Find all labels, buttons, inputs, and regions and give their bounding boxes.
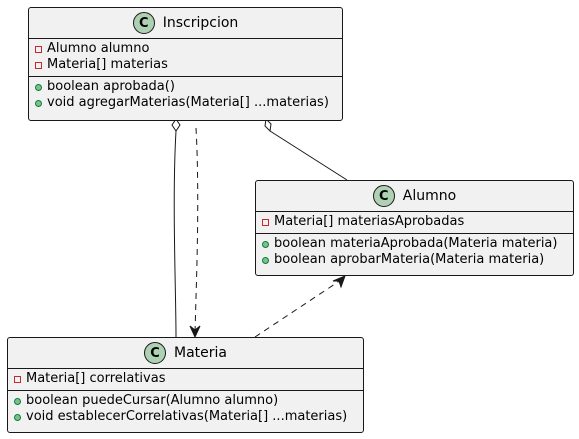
aggregation-diamond-materia <box>171 118 181 132</box>
fields-section: Materia[] materiasAprobadas <box>256 212 573 233</box>
public-icon <box>35 99 42 107</box>
public-icon <box>262 240 269 248</box>
class-materia[interactable]: C Materia Materia[] correlativas boolean… <box>7 337 364 433</box>
method-row: void establecerCorrelativas(Materia[] ..… <box>8 409 363 425</box>
class-alumno[interactable]: C Alumno Materia[] materiasAprobadas boo… <box>255 180 574 276</box>
method-row: boolean aprobarMateria(Materia materia) <box>256 252 573 268</box>
method-text: boolean puedeCursar(Alumno alumno) <box>26 393 279 408</box>
field-row: Materia[] materias <box>29 57 342 73</box>
dependency-arrowhead-alumno <box>332 275 346 289</box>
field-row: Materia[] correlativas <box>8 371 363 387</box>
field-text: Materia[] materiasAprobadas <box>274 214 465 229</box>
field-row: Alumno alumno <box>29 41 342 57</box>
field-row: Materia[] materiasAprobadas <box>256 214 573 230</box>
class-badge-icon: C <box>144 342 166 364</box>
class-name: Materia <box>174 345 227 361</box>
public-icon <box>14 397 21 405</box>
field-text: Materia[] materias <box>47 57 168 72</box>
private-icon <box>262 218 269 226</box>
dependency-arrowhead-materia <box>189 325 201 339</box>
private-icon <box>35 61 42 69</box>
method-row: boolean puedeCursar(Alumno alumno) <box>8 393 363 409</box>
dependency-inscripcion-materia <box>194 127 199 335</box>
class-name: Inscripcion <box>162 15 239 31</box>
class-name: Alumno <box>402 188 457 204</box>
method-text: boolean aprobarMateria(Materia materia) <box>274 252 545 267</box>
method-row: void agregarMaterias(Materia[] ...materi… <box>29 95 342 111</box>
methods-section: boolean materiaAprobada(Materia materia)… <box>256 233 573 271</box>
public-icon <box>14 413 21 421</box>
dependency-materia-alumno <box>254 279 342 338</box>
aggregation-inscripcion-alumno <box>269 130 348 181</box>
public-icon <box>262 256 269 264</box>
fields-section: Alumno alumno Materia[] materias <box>29 39 342 76</box>
class-header: C Inscripcion <box>29 8 342 39</box>
field-text: Alumno alumno <box>47 41 150 56</box>
private-icon <box>14 375 21 383</box>
method-text: boolean aprobada() <box>47 79 175 94</box>
class-badge-icon: C <box>132 12 155 34</box>
class-badge-icon: C <box>372 185 395 207</box>
method-text: void agregarMaterias(Materia[] ...materi… <box>47 95 329 110</box>
methods-section: boolean aprobada() void agregarMaterias(… <box>29 76 342 114</box>
methods-section: boolean puedeCursar(Alumno alumno) void … <box>8 390 363 428</box>
class-inscripcion[interactable]: C Inscripcion Alumno alumno Materia[] ma… <box>28 7 343 121</box>
method-row: boolean materiaAprobada(Materia materia) <box>256 236 573 252</box>
aggregation-inscripcion-materia <box>173 130 177 338</box>
aggregation-diamond-alumno <box>264 117 272 133</box>
class-header: C Alumno <box>256 181 573 212</box>
method-text: boolean materiaAprobada(Materia materia) <box>274 236 558 251</box>
class-header: C Materia <box>8 338 363 369</box>
method-row: boolean aprobada() <box>29 79 342 95</box>
private-icon <box>35 45 42 53</box>
method-text: void establecerCorrelativas(Materia[] ..… <box>26 409 348 424</box>
fields-section: Materia[] correlativas <box>8 369 363 390</box>
public-icon <box>35 83 42 91</box>
field-text: Materia[] correlativas <box>26 371 166 386</box>
